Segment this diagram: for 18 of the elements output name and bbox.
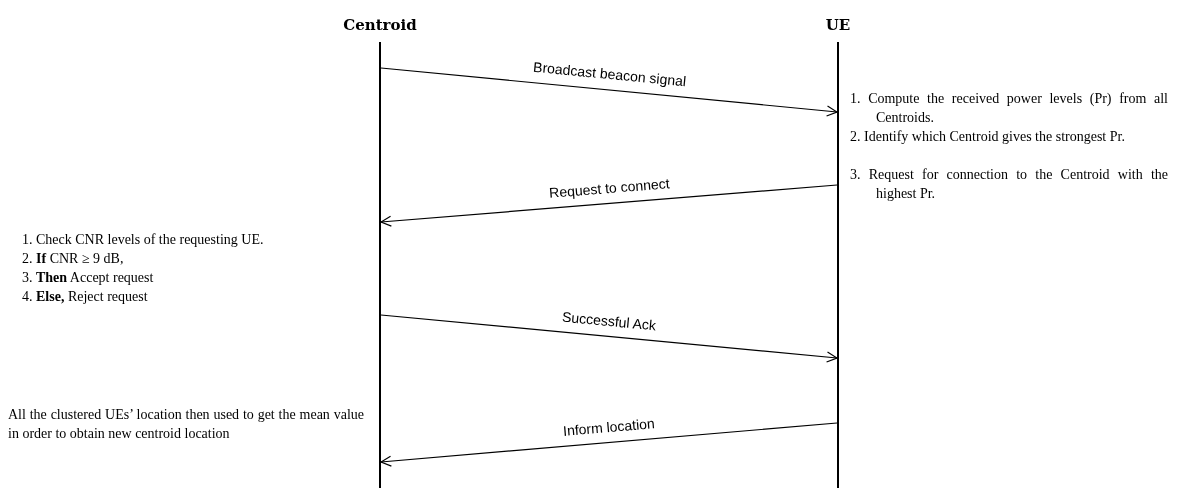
note-item: 1. Compute the received power levels (Pr) from all Centroids. — [850, 90, 1168, 127]
message-arrow — [380, 422, 838, 467]
message-arrow — [380, 184, 838, 227]
note-item: 2. If CNR ≥ 9 dB, — [22, 250, 125, 268]
message-label: Successful Ack — [561, 308, 657, 333]
note-item: 4. Else, Reject request — [22, 288, 149, 306]
note-item: 3. Request for connection to the Centroid with the highest Pr. — [850, 166, 1168, 203]
message-label: Broadcast beacon signal — [532, 58, 687, 90]
note-item: 2. Identify which Centroid gives the strongest Pr. — [850, 128, 1126, 146]
note-item: 3. Then Accept request — [22, 269, 155, 287]
message-arrow — [380, 67, 838, 117]
message-label: Request to connect — [548, 174, 670, 201]
lifeline-heading: UE — [824, 16, 852, 34]
note-item: 1. Check CNR levels of the requesting UE. — [22, 231, 265, 249]
message-label: Inform location — [562, 414, 656, 439]
message-arrow — [380, 314, 838, 363]
lifeline-heading: Centroid — [342, 16, 418, 34]
note-text: All the clustered UEs’ location then used to get the mean value in order to obtain new centroid location — [8, 406, 364, 443]
